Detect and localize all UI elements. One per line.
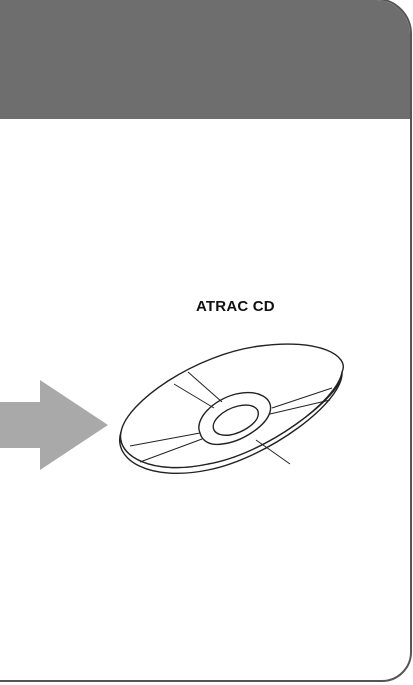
arrow-right-icon [0,380,108,470]
cd-disc-icon [119,343,344,474]
disc-label: ATRAC CD [196,298,275,315]
header-band [0,0,410,119]
